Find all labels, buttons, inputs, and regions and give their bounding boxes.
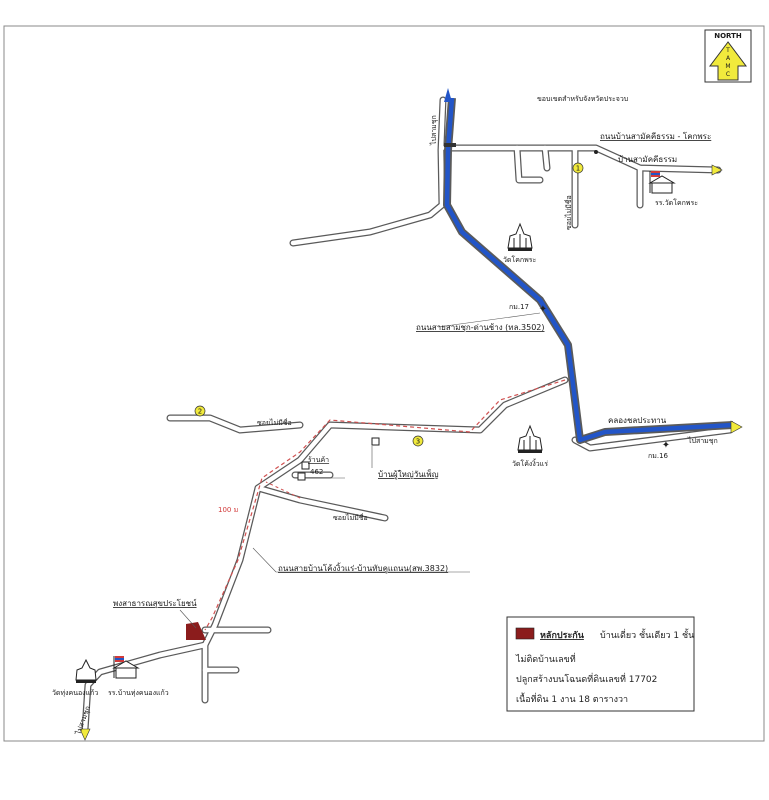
school-bottom-label: รร.บ้านทุ่งคนองแก้ว (108, 689, 169, 697)
legend-line3: ปลูกสร้างบนโฉนดที่ดินเลขที่ 17702 (516, 672, 657, 685)
shop-label: ร้านค้า (308, 456, 329, 464)
km16-label: กม.16 (648, 452, 669, 460)
marker-2: 2 (194, 405, 206, 417)
road-bottom-left-label: ไปสามชุก (73, 705, 92, 737)
direction-arrow-icon (79, 728, 91, 741)
school-icon (648, 171, 676, 194)
km17-label: กม.17 (509, 303, 529, 311)
legend-title: หลักประกัน (540, 630, 585, 641)
km-post-icon: ✦ (539, 304, 547, 315)
soi-vertical-label: ซอยไม่มีชื่อ (564, 195, 573, 230)
compass-letter: T (725, 47, 730, 54)
temple-bottom-left-label: วัดทุ่งคนองแก้ว (52, 689, 98, 697)
direction-arrow-icon (711, 164, 723, 176)
canal-label: คลองชลประทาน (608, 416, 667, 425)
legend-line1: บ้านเดี่ยว ชั้นเดียว 1 ชั้น (600, 628, 694, 641)
headman-house-icon (371, 437, 380, 446)
marker-3: 3 (412, 435, 424, 447)
to-samchuk-right-label: ไปสามชุก (687, 436, 718, 445)
map-frame (3, 25, 765, 742)
shop-building-icon (301, 461, 310, 470)
marker-1: 1 (572, 162, 584, 174)
distance-label: 100 ม (218, 506, 238, 514)
legend-line4: เนื้อที่ดิน 1 งาน 18 ตารางวา (516, 692, 628, 705)
route-dashed-line (265, 481, 301, 499)
leader-line (179, 609, 197, 629)
school-icon (112, 656, 140, 679)
temple-kokphra-label: วัดโคกพระ (503, 255, 537, 264)
health-station-label: พงสาธารณสุขประโยชน์ (113, 598, 197, 608)
headman-house-label: บ้านผู้ใหญ่วันเพ็ญ (378, 469, 439, 480)
collateral-property-marker (186, 622, 206, 640)
top-faint-label: ขอบเขตสำหรับจังหวัดประจวบ (537, 95, 628, 103)
leader-line (252, 547, 277, 573)
compass-letter: C (726, 71, 730, 78)
secondary-roads (81, 96, 734, 734)
main-road-label: ถนนสายสามชุก-ด่านช้าง (ทล.3502) (416, 323, 545, 332)
legend-swatch (515, 627, 535, 640)
north-arrow-icon (709, 41, 747, 81)
legend-line2: ไม่ติดบ้านเลขที่ (515, 652, 576, 665)
soi-unnamed-left-label: ซอยไม่มีชื่อ (257, 418, 292, 427)
house-number-label: 462 (310, 468, 323, 476)
house-building-icon (297, 472, 306, 481)
temple-icon (75, 658, 97, 683)
direction-arrow-icon (730, 420, 743, 434)
compass-north-label: NORTH (714, 32, 742, 40)
svg-text:2: 2 (198, 408, 202, 416)
leader-line (437, 312, 541, 328)
svg-text:1: 1 (576, 165, 580, 173)
legend: หลักประกัน บ้านเดี่ยว ชั้นเดียว 1 ชั้น ไ… (506, 616, 695, 712)
village-top-right-label: บ้านสามัคคีธรรม (618, 155, 677, 164)
route-dashed-line (204, 379, 566, 631)
compass-letter: M (725, 63, 730, 70)
main-road-highway (443, 97, 734, 444)
soi-unnamed-mid-label: ซอยไม่มีชื่อ (333, 513, 368, 522)
road-bottom-label: ถนนสายบ้านโค้งงิ้วแร่-บ้านทับคูแถนน(สพ.3… (278, 562, 448, 574)
school-top-right-label: รร.วัดโคกพระ (655, 198, 698, 207)
svg-text:3: 3 (416, 438, 420, 446)
junction-dot (594, 150, 598, 154)
compass-letter: A (726, 55, 731, 62)
temple-ngiew-label: วัดโค้งงิ้วแร่ (512, 457, 548, 468)
road-top-right-label: ถนนบ้านสามัคคีธรรม - โคกพระ (600, 131, 711, 141)
compass: NORTH T A M C (704, 29, 752, 83)
temple-icon (507, 222, 533, 251)
road-vertical-label: ไปสามชุก (429, 115, 438, 146)
bridge-mark (444, 143, 456, 147)
km-post-icon: ✦ (662, 440, 670, 451)
temple-icon (517, 424, 543, 453)
north-arrow-head-icon (444, 88, 452, 102)
